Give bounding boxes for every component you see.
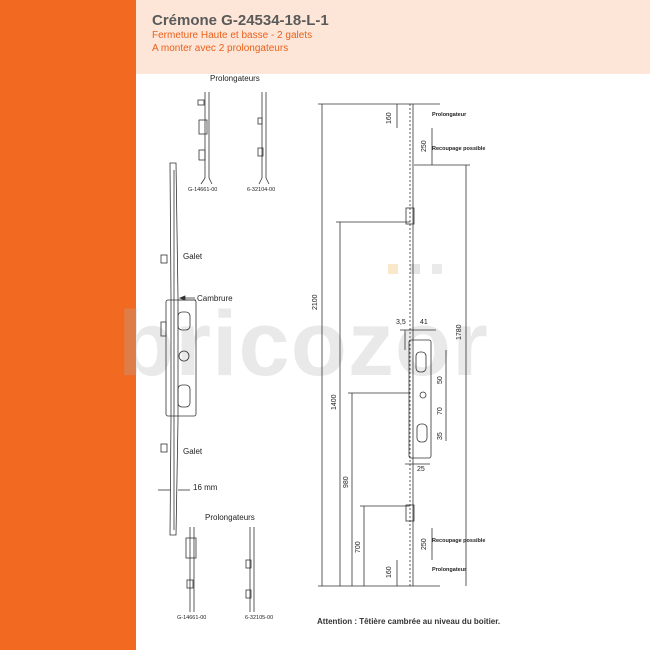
- dim-250-top: 250: [421, 140, 428, 152]
- dim-3-5: 3,5: [396, 319, 406, 326]
- ref-bottom-a: G-14661-00: [177, 615, 207, 621]
- label-recoupage-top: Recoupage possible: [432, 146, 486, 152]
- label-width: 16 mm: [193, 483, 218, 492]
- ref-bottom-b: 6-32105-00: [245, 615, 274, 621]
- prolongateur-top-b: [257, 92, 270, 185]
- prolongateur-bottom-a: [185, 527, 197, 612]
- dim-35: 35: [437, 432, 444, 440]
- dimension-drawing: [318, 103, 470, 587]
- label-prolongateurs-bottom: Prolongateurs: [205, 513, 255, 522]
- orange-sidebar: [0, 0, 136, 650]
- dim-980: 980: [343, 476, 350, 488]
- header-band: [136, 0, 650, 74]
- dim-160-bottom: 160: [386, 566, 393, 578]
- dim-160-top: 160: [386, 112, 393, 124]
- dim-1400: 1400: [331, 394, 338, 410]
- subtitle-closing: Fermeture Haute et basse - 2 galets: [152, 30, 313, 41]
- cremone-bar: [160, 162, 197, 536]
- dim-41: 41: [420, 319, 428, 326]
- label-galet-bottom: Galet: [183, 447, 203, 456]
- ref-top-b: 6-32104-00: [247, 187, 276, 193]
- attention-note: Attention : Têtière cambrée au niveau du…: [317, 617, 501, 626]
- label-galet-top: Galet: [183, 252, 203, 261]
- dim-700: 700: [355, 541, 362, 553]
- prolongateur-top-a: [197, 92, 213, 185]
- label-prolongateur-bottom: Prolongateur: [432, 567, 467, 573]
- label-prolongateurs-top: Prolongateurs: [210, 74, 260, 83]
- label-prolongateur-top: Prolongateur: [432, 112, 467, 118]
- watermark-text: bricozor: [118, 293, 489, 395]
- dim-1780: 1780: [456, 324, 463, 340]
- dim-2100: 2100: [312, 294, 319, 310]
- label-recoupage-bottom: Recoupage possible: [432, 538, 486, 544]
- dim-50: 50: [437, 376, 444, 384]
- dim-25: 25: [417, 466, 425, 473]
- label-cambrure: Cambrure: [197, 294, 233, 303]
- dim-70: 70: [437, 407, 444, 415]
- prolongateur-bottom-b: [245, 527, 255, 612]
- ref-top-a: G-14661-00: [188, 187, 218, 193]
- page-title: Crémone G-24534-18-L-1: [152, 12, 329, 29]
- watermark-dots: [388, 264, 442, 274]
- dim-250-bottom: 250: [421, 538, 428, 550]
- subtitle-mounting: A monter avec 2 prolongateurs: [152, 43, 289, 54]
